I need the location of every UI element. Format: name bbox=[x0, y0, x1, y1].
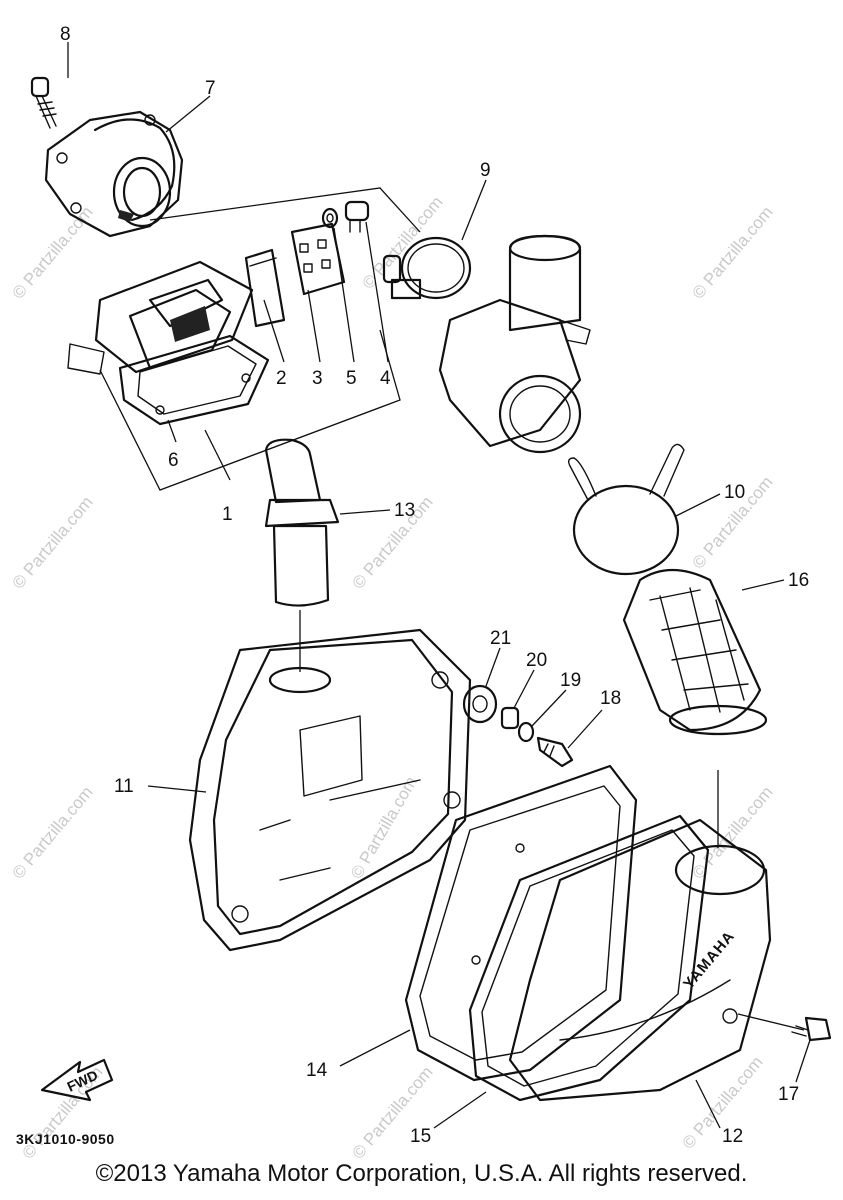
callout-21: 21 bbox=[490, 628, 511, 649]
part-14-element bbox=[404, 764, 638, 1082]
callout-20: 20 bbox=[526, 650, 547, 671]
callout-11: 11 bbox=[114, 776, 134, 797]
part-2-reed-petal bbox=[244, 248, 286, 328]
part-16-intake-joint bbox=[622, 569, 768, 736]
callout-9: 9 bbox=[480, 160, 491, 181]
callout-15: 15 bbox=[410, 1126, 431, 1147]
watermark: © Partzilla.com bbox=[9, 203, 97, 303]
watermark: © Partzilla.com bbox=[9, 783, 97, 883]
callout-6: 6 bbox=[168, 450, 179, 471]
part-12-cleaner-cover: YAMAHA bbox=[508, 818, 772, 1102]
part-9-clamp bbox=[382, 236, 472, 300]
callout-labels: 8 7 9 2 3 5 4 6 1 10 13 16 21 20 19 18 1… bbox=[60, 24, 809, 1147]
carburetor-reference bbox=[438, 234, 591, 454]
part-11-air-cleaner-case bbox=[188, 628, 472, 952]
watermark: © Partzilla.com bbox=[689, 203, 777, 303]
part-6-gasket bbox=[118, 334, 270, 426]
callout-16: 16 bbox=[788, 570, 809, 591]
callout-3: 3 bbox=[312, 368, 323, 389]
part-13-duct bbox=[264, 438, 340, 607]
part-7-intake-manifold bbox=[44, 110, 184, 238]
callout-17: 17 bbox=[778, 1084, 799, 1105]
callout-8: 8 bbox=[60, 24, 71, 45]
callout-4: 4 bbox=[380, 368, 391, 389]
part-15-gasket bbox=[468, 814, 710, 1102]
copyright-notice: ©2013 Yamaha Motor Corporation, U.S.A. A… bbox=[95, 1160, 748, 1187]
watermark: © Partzilla.com bbox=[9, 493, 97, 593]
callout-19: 19 bbox=[560, 670, 581, 691]
callout-10: 10 bbox=[724, 482, 745, 503]
part-8-bolt bbox=[30, 76, 57, 129]
part-17-screw bbox=[791, 1016, 832, 1042]
watermark: © Partzilla.com bbox=[349, 493, 437, 593]
part-3-reed-stopper bbox=[290, 222, 346, 296]
callout-7: 7 bbox=[205, 78, 216, 99]
part-4-screw bbox=[344, 200, 370, 233]
callout-12: 12 bbox=[722, 1126, 743, 1147]
guide-line bbox=[737, 1013, 805, 1031]
callout-leaders bbox=[67, 42, 811, 1129]
callout-2: 2 bbox=[276, 368, 287, 389]
callout-5: 5 bbox=[346, 368, 357, 389]
part-19-washer bbox=[517, 721, 535, 743]
callout-1: 1 bbox=[222, 504, 233, 525]
bracket-line bbox=[149, 187, 421, 233]
callout-13: 13 bbox=[394, 500, 415, 521]
part-5-washer bbox=[321, 207, 339, 229]
bracket-line bbox=[99, 329, 401, 491]
part-18-screw bbox=[536, 736, 574, 768]
callout-18: 18 bbox=[600, 688, 621, 709]
brand-mark: YAMAHA bbox=[680, 928, 738, 993]
callout-14: 14 bbox=[306, 1060, 328, 1081]
leader-line bbox=[204, 429, 231, 481]
watermark-layer: © Partzilla.com © Partzilla.com © Partzi… bbox=[9, 193, 777, 1163]
part-21-grommet bbox=[462, 684, 498, 724]
watermark: © Partzilla.com bbox=[347, 773, 421, 882]
part-10-wire-clamp bbox=[567, 443, 685, 576]
part-20-collar bbox=[500, 706, 520, 730]
watermark: © Partzilla.com bbox=[349, 1063, 437, 1163]
diagram-code: 3KJ1010-9050 bbox=[16, 1131, 115, 1147]
